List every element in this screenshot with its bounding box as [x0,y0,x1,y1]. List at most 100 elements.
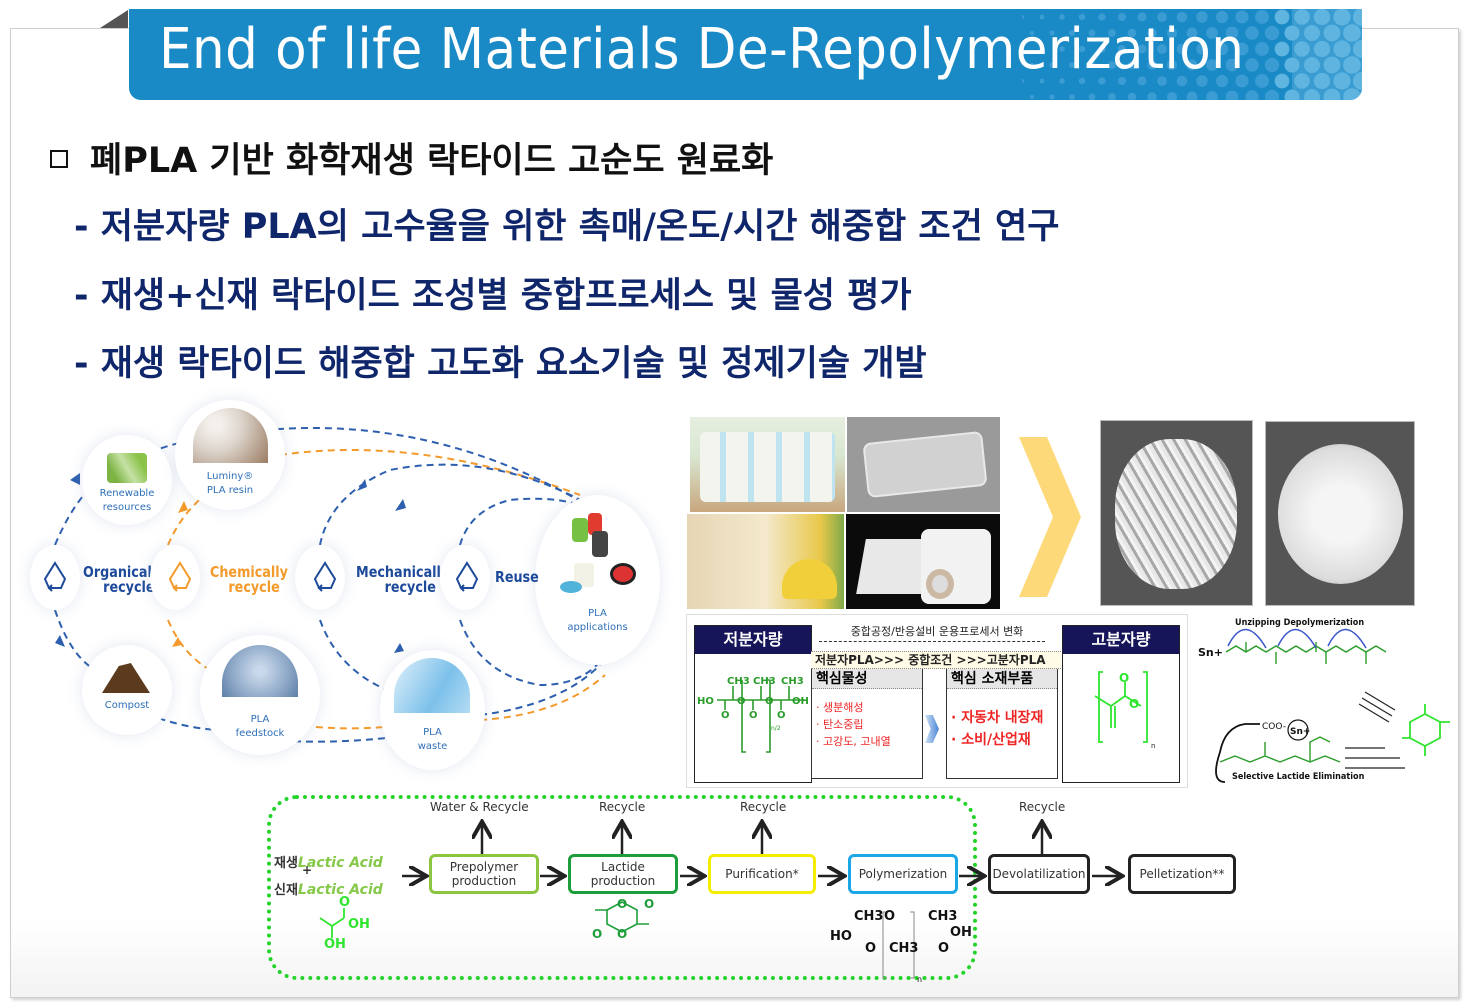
page-title: End of life Materials De-Repolymerizatio… [159,17,1245,82]
node-compost: Compost [82,645,172,735]
banner-dot [1186,59,1198,71]
banner-dot [1186,91,1198,100]
banner-dot [1049,94,1055,100]
banner-dot [1294,73,1310,89]
banner-dot [1068,29,1076,37]
banner-dot [1166,91,1178,100]
repolymerization-region [267,795,977,980]
banner-dot [1225,58,1239,72]
banner-dot [1206,91,1218,100]
method-label: recycle [384,578,436,596]
svg-text:O: O [1119,671,1129,685]
formula-text: CH3 [727,676,750,687]
banner-dot [1264,57,1280,73]
sugarcane-photo [107,453,147,483]
banner-dot [1186,27,1198,39]
input-virgin: 신재Lactic Acid [274,882,383,898]
banner-dot [1196,11,1208,23]
banner-dot [1196,75,1208,87]
banner-dot [1333,40,1351,58]
formula-text: HO [830,929,852,944]
mechanical-recycle-node [295,545,345,610]
bullet-item: - 저분자량 PLA의 고수율을 위한 촉매/온도/시간 해중합 조건 연구 [74,207,1060,247]
banner-dot [1353,9,1362,26]
banner-dot [1284,89,1300,100]
banner-dot [1137,44,1147,54]
mechanism-structures: Sn+ COO- Sn+ [1198,628,1450,783]
banner-dot [1098,77,1106,85]
banner-dot [1294,9,1310,25]
banner-dot [1029,62,1035,68]
recycle-icon [43,561,67,592]
arrowhead-icon [55,635,65,647]
conversion-strip: 저분자PLA>>> 중합조건 >>>고분자PLA [811,651,1061,669]
banner-dot [1323,56,1341,74]
node-label: Luminy® [206,471,254,482]
depolymerization-mechanism: Unzipping Depolymerization Sn+ COO- Sn+ … [1190,612,1460,792]
banner-dot [1206,27,1218,39]
banner-dot [1313,40,1331,58]
banner-dot [1137,76,1147,86]
formula-text: O [938,941,949,956]
banner-dot [1176,43,1188,55]
method-label: recycle [228,578,280,596]
formula-subscript: n [1151,742,1155,750]
banner-dot [1157,76,1167,86]
banner-dot [1333,72,1351,90]
tin-catalyst-label: Sn+ [1290,727,1310,737]
node-pla-feedstock: PLA feedstock [200,635,320,755]
banner-dot [1147,92,1157,100]
unzipping-label: Unzipping Depolymerization [1235,618,1365,628]
property-item: · 고강도, 고내열 [816,735,891,748]
banner-dot [1059,46,1065,52]
recycle-icon [168,561,192,592]
banner-dot [1284,57,1300,73]
banner-dot [1225,90,1239,100]
node-label: Compost [104,700,150,711]
node-pla-resin: Luminy®PLA resin [175,400,285,510]
formula-text: CH3 [854,909,883,924]
banner-dot [1078,45,1086,53]
banner-dot [1235,74,1249,88]
tin-catalyst-label: Sn+ [1198,646,1223,659]
banner-dot [1049,62,1055,68]
bottle-pack-photo [690,417,845,512]
svg-text:O: O [644,897,654,911]
formula-text: OH [324,937,346,952]
recycle-icon [313,561,337,592]
banner-dot [1255,42,1269,56]
formula-subscript: n [917,975,922,984]
formula-text: OH [792,696,809,707]
banner-dot [1255,74,1269,88]
banner-dot [1147,60,1157,70]
banner-dot [1274,9,1290,25]
banner-dot [1176,75,1188,87]
banner-dot [1108,29,1116,37]
banner-dot [1078,13,1086,21]
chevron-right-icon [1019,437,1081,597]
formula-text: O [865,941,876,956]
node-label: PLA [250,714,270,725]
svg-text:O: O [1129,697,1139,711]
banner-dot [1353,72,1362,90]
banner-dot [1117,76,1127,86]
svg-text:O: O [749,710,758,721]
step-polymerization: Polymerization [848,854,958,894]
formula-text: CH3 [889,941,918,956]
property-item: · 탄소중립 [816,718,864,731]
checkbox-square-icon [50,150,68,168]
banner-dot [1343,24,1361,42]
output-label: Recycle [599,800,646,814]
node-label: feedstock [235,728,285,739]
banner-dot [1225,26,1239,40]
svg-text:O: O [765,696,774,707]
svg-text:O: O [737,696,746,707]
